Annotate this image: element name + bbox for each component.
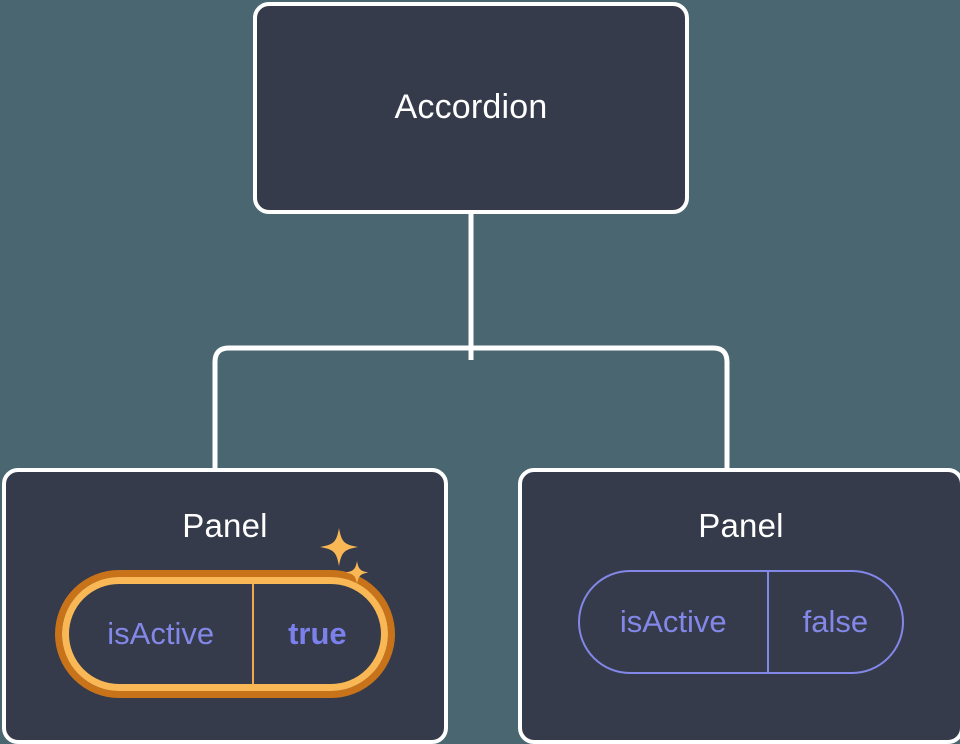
prop-key-isactive: isActive — [619, 604, 727, 640]
node-panel-inactive[interactable]: Panel isActive false — [518, 468, 960, 744]
node-panel-active-title: Panel — [182, 507, 268, 544]
sparkle-large-icon — [319, 528, 358, 567]
node-panel-active[interactable]: Panel isActive true — [2, 468, 448, 744]
node-accordion-title: Accordion — [394, 88, 548, 127]
prop-pill-active-inner: isActive true — [62, 577, 388, 692]
prop-value-false: false — [766, 572, 902, 673]
connector-branch-bus — [212, 345, 730, 468]
node-panel-inactive-title: Panel — [698, 507, 784, 544]
prop-pill-inactive[interactable]: isActive false — [577, 570, 905, 675]
prop-pill-active-wrapper: isActive true — [55, 528, 395, 699]
prop-pill-active[interactable]: isActive true — [55, 570, 395, 699]
node-accordion[interactable]: Accordion — [253, 2, 689, 214]
prop-key-isactive: isActive — [107, 616, 215, 652]
prop-pill-inactive-wrapper: isActive false — [577, 570, 905, 675]
prop-value-true: true — [252, 584, 381, 685]
